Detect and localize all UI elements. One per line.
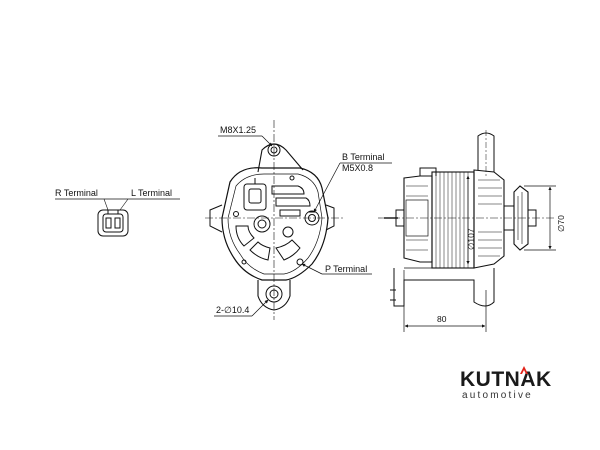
- brand-name-text: KUTNAK: [460, 368, 552, 391]
- alternator-side-view: [378, 130, 556, 307]
- brand-accent-mark: [520, 366, 528, 374]
- l-terminal-label: L Terminal: [131, 188, 172, 198]
- brand-name: KUTNAK: [460, 368, 552, 391]
- brand-tagline: automotive: [462, 390, 533, 401]
- m5-thread-label: M5X0.8: [342, 163, 373, 173]
- r-terminal-label: R Terminal: [55, 188, 98, 198]
- p-terminal-label: P Terminal: [325, 264, 367, 274]
- body-diameter-dimension: ∅107: [466, 228, 476, 250]
- connector-detail: [55, 198, 180, 237]
- alternator-front-view: [205, 120, 345, 320]
- front-view-leaders: [214, 135, 392, 317]
- length-dimension: 80: [437, 314, 447, 324]
- side-view-dimensions: [403, 175, 556, 332]
- mount-holes-label: 2-∅10.4: [216, 305, 249, 315]
- b-terminal-label: B Terminal: [342, 152, 384, 162]
- m8-thread-label: M8X1.25: [220, 125, 256, 135]
- pulley-diameter-dimension: ∅70: [556, 215, 566, 232]
- brand-logo: KUTNAK automotive: [460, 368, 552, 401]
